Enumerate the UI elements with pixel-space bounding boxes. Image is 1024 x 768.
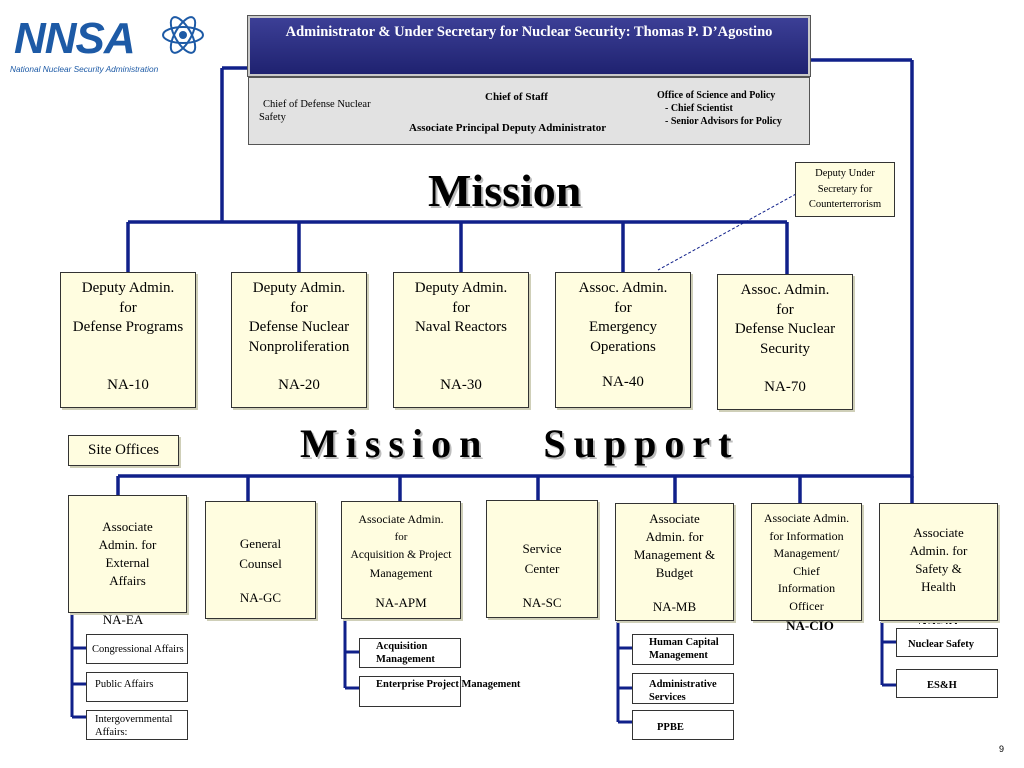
nnsa-logo: NNSA National Nuclear Security Administr…	[10, 12, 205, 74]
office-code: NA-70	[764, 379, 806, 395]
office-na-sc: Service Center NA-SC	[486, 500, 598, 618]
office-na-40: Assoc. Admin. for Emergency Operations N…	[555, 272, 691, 408]
office-code: NA-MB	[652, 599, 697, 614]
sub-administrative-services: Administrative Services	[632, 673, 734, 704]
office-code: NA-SC	[522, 595, 562, 610]
office-code: NA-30	[440, 376, 482, 393]
office-na-gc: General Counsel NA-GC	[205, 501, 316, 619]
office-na-10: Deputy Admin. for Defense Programs NA-10	[60, 272, 196, 408]
page-number: 9	[998, 744, 1004, 754]
sub-intergovernmental-affairs: Intergovernmental Affairs:	[86, 710, 188, 740]
sub-ppbe: PPBE	[632, 710, 734, 740]
mission-heading: Mission	[428, 165, 582, 216]
site-offices-box: Site Offices	[68, 435, 179, 466]
logo-subtitle: National Nuclear Security Administration	[10, 64, 159, 74]
mission-support-heading: Mission Support	[300, 421, 740, 466]
front-office-box: Chief of Defense Nuclear Safety Chief of…	[248, 77, 810, 145]
chief-defense-nuclear-safety: Chief of Defense Nuclear Safety	[259, 99, 371, 123]
office-na-sh: Associate Admin. for Safety & Health	[879, 503, 998, 621]
sub-enterprise-project-management: Enterprise Project Management	[359, 676, 520, 707]
office-code: NA-10	[107, 376, 149, 393]
office-code: NA-APM	[375, 595, 427, 610]
office-na-20: Deputy Admin. for Defense Nuclear Nonpro…	[231, 272, 367, 408]
office-na-ea: Associate Admin. for External Affairs	[68, 495, 187, 613]
chief-of-staff: Chief of Staff	[485, 91, 548, 103]
office-code: NA-GC	[239, 590, 282, 605]
office-code: NA-40	[602, 374, 644, 390]
office-code-na-cio: NA-CIO	[786, 618, 834, 633]
sub-human-capital-management: Human Capital Management	[632, 634, 734, 665]
associate-principal-deputy: Associate Principal Deputy Administrator	[409, 122, 607, 134]
deputy-counterterrorism-box: Deputy Under Secretary for Counterterror…	[795, 162, 895, 217]
sub-acquisition-management: Acquisition Management	[359, 638, 461, 668]
office-na-mb: Associate Admin. for Management & Budget…	[615, 503, 734, 621]
office-na-cio: Associate Admin. for Information Managem…	[751, 503, 862, 621]
office-na-30: Deputy Admin. for Naval Reactors NA-30	[393, 272, 529, 408]
science-policy-office: Office of Science and Policy - Chief Sci…	[657, 90, 782, 127]
sub-nuclear-safety: Nuclear Safety	[896, 628, 998, 657]
sub-esh: ES&H	[896, 669, 998, 698]
office-code-na-sh: NA-SH	[879, 620, 997, 624]
sub-public-affairs: Public Affairs	[86, 672, 188, 702]
office-code-na-ea: NA-EA	[102, 612, 144, 627]
sub-congressional-affairs: Congressional Affairs	[86, 634, 188, 664]
administrator-title: Administrator & Under Secretary for Nucl…	[285, 24, 773, 40]
office-na-70: Assoc. Admin. for Defense Nuclear Securi…	[717, 274, 853, 410]
logo-wordmark: NNSA	[14, 14, 136, 63]
administrator-box: Administrator & Under Secretary for Nucl…	[248, 16, 810, 76]
atom-icon	[162, 16, 204, 54]
office-code: NA-20	[278, 377, 320, 393]
office-na-apm: Associate Admin. for Acquisition & Proje…	[341, 501, 461, 619]
